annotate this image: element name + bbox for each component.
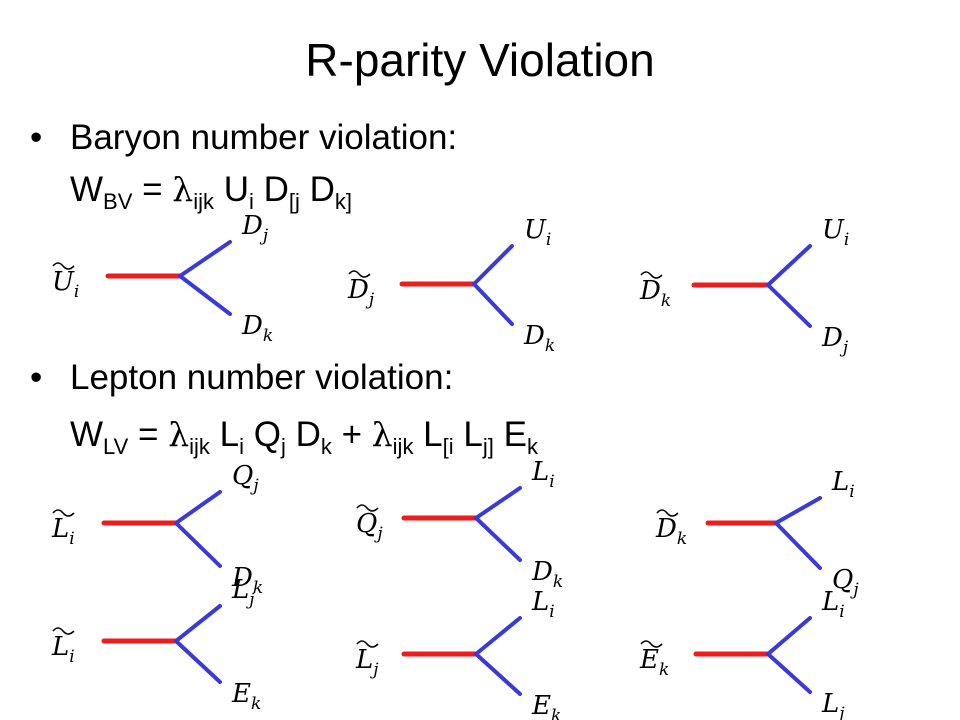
formula-sub: k] <box>334 189 353 214</box>
formula-sub: i <box>239 434 245 459</box>
formula-term: W <box>70 415 104 454</box>
fermion-line-top <box>774 496 822 525</box>
formula-term: U <box>214 170 249 209</box>
slide-title: R-parity Violation <box>305 34 655 86</box>
outgoing-top-label: Li <box>531 587 555 622</box>
fermion-line-bottom <box>174 639 222 684</box>
incoming-sparticle-label: Lj <box>355 645 379 680</box>
outgoing-top-label: Qj <box>232 461 259 496</box>
bullet-text: Lepton number violation: <box>70 358 454 397</box>
formula-sub: j <box>280 434 286 459</box>
formula-plus: + <box>331 415 372 454</box>
tilde-mark <box>356 640 379 648</box>
tilde-mark <box>356 504 379 512</box>
formula-eq: = <box>128 415 169 454</box>
fermion-line-bottom <box>474 652 522 696</box>
outgoing-bottom-label: Dk <box>531 557 563 592</box>
bullet-lepton: • Lepton number violation: <box>30 356 453 400</box>
incoming-sparticle-label: Dk <box>639 276 671 311</box>
formula-sub: ijk <box>189 434 210 459</box>
outgoing-top-label: Li <box>531 457 555 492</box>
tilde-mark <box>52 262 75 270</box>
incoming-sparticle-label: Dj <box>347 275 375 310</box>
formula-sub: i <box>249 189 254 214</box>
formula-sub: k <box>320 434 332 459</box>
outgoing-top-label: Ui <box>524 215 551 250</box>
fermion-line-bottom <box>174 521 222 568</box>
formula-bv: WBV = λijk Ui D[j Dk] <box>70 168 353 214</box>
formula-sub: [j <box>288 189 300 214</box>
bullet-text: Baryon number violation: <box>70 118 458 157</box>
outgoing-top-label: Dj <box>241 211 269 246</box>
formula-sub: ijk <box>392 434 414 459</box>
formula-sub: ijk <box>193 189 214 214</box>
tilde-mark <box>656 509 679 517</box>
outgoing-bottom-label: Dk <box>231 563 263 598</box>
outgoing-top-label: Ui <box>822 215 849 250</box>
tilde-mark <box>52 509 75 517</box>
fermion-line-top <box>766 616 812 656</box>
outgoing-top-label: Lj <box>231 575 255 610</box>
lambda-symbol: λ <box>371 415 393 454</box>
bullet-marker: • <box>30 358 43 397</box>
tilde-mark <box>348 270 371 278</box>
lambda-symbol: λ <box>172 170 194 209</box>
incoming-sparticle-label: Ui <box>52 267 79 302</box>
fermion-line-top <box>174 490 222 525</box>
outgoing-top-label: Li <box>821 587 845 622</box>
formula-term: E <box>493 415 527 454</box>
fermion-line-bottom <box>766 652 812 694</box>
incoming-sparticle-label: Li <box>51 632 75 667</box>
outgoing-bottom-label: Dk <box>523 321 555 356</box>
formula-sub: j] <box>482 434 494 459</box>
formula-term: L <box>453 415 483 454</box>
outgoing-bottom-label: Dk <box>241 311 273 346</box>
fermion-line-top <box>178 240 232 278</box>
formula-sub: BV <box>103 189 133 214</box>
fermion-line-bottom <box>774 521 822 570</box>
formula-sub: k <box>526 434 538 459</box>
formula-eq: = <box>132 170 173 209</box>
fermion-line-bottom <box>766 283 812 328</box>
fermion-line-top <box>474 616 522 656</box>
incoming-sparticle-label: Dk <box>655 514 687 549</box>
formula-lv: WLV = λijk Li Qj Dk + λijk L[i Lj] Ek <box>70 413 538 459</box>
bullet-marker: • <box>30 118 43 157</box>
formula-term: Q <box>244 415 281 454</box>
outgoing-top-label: Li <box>831 467 855 502</box>
formula-term: L <box>209 415 240 454</box>
formula-term: D <box>285 415 321 454</box>
outgoing-bottom-label: Ek <box>531 691 561 720</box>
fermion-line-top <box>174 604 222 643</box>
formula-term: W <box>70 170 104 209</box>
lambda-symbol: λ <box>168 415 190 454</box>
fermion-line-top <box>766 244 812 287</box>
fermion-line-bottom <box>178 274 232 316</box>
incoming-sparticle-label: Li <box>51 514 75 549</box>
formula-term: L <box>413 415 443 454</box>
incoming-sparticle-label: Ek <box>639 645 669 680</box>
fermion-line-top <box>472 244 514 286</box>
formula-sub: [i <box>442 434 454 459</box>
fermion-line-top <box>474 486 522 520</box>
outgoing-bottom-label: Ek <box>231 679 261 714</box>
incoming-sparticle-label: Qj <box>356 509 383 544</box>
fermion-line-bottom <box>472 282 514 326</box>
tilde-mark <box>640 271 663 279</box>
formula-term: D <box>253 170 289 209</box>
fermion-line-bottom <box>474 516 522 562</box>
tilde-mark <box>640 640 663 648</box>
tilde-mark <box>52 627 75 635</box>
outgoing-bottom-label: Dj <box>821 323 849 358</box>
bullet-baryon: • Baryon number violation: <box>30 116 457 160</box>
formula-term: D <box>299 170 335 209</box>
outgoing-bottom-label: Lj <box>821 689 845 720</box>
outgoing-bottom-label: Qj <box>832 565 859 600</box>
formula-sub: LV <box>103 434 129 459</box>
